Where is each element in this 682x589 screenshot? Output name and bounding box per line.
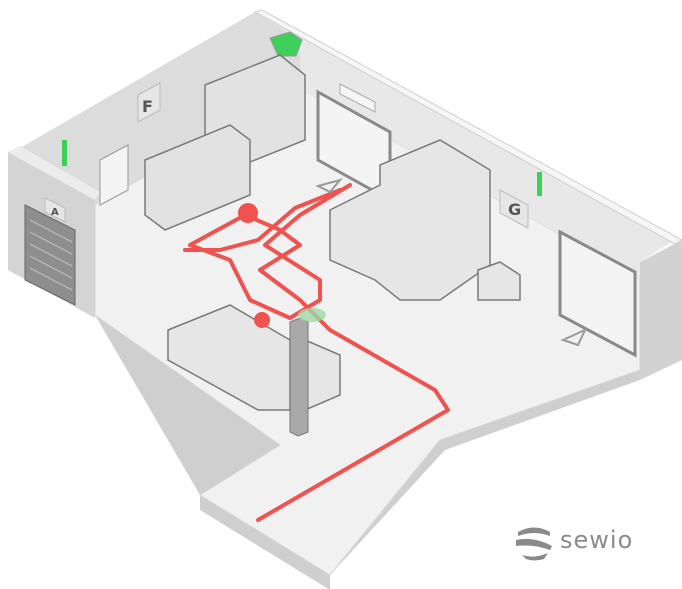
zone-g-label: G bbox=[508, 200, 521, 219]
sensor-anchor bbox=[62, 140, 67, 166]
sign-g-board bbox=[499, 189, 529, 229]
door-sign bbox=[339, 83, 376, 113]
pillar bbox=[289, 317, 309, 437]
wall-top-edge bbox=[253, 9, 682, 245]
floor-arrow-icon bbox=[560, 327, 588, 347]
sign-f-board bbox=[137, 82, 161, 123]
zone-a-label: A bbox=[51, 207, 59, 218]
sign-a-board bbox=[44, 197, 66, 223]
wall-left-top bbox=[8, 146, 100, 200]
door-f bbox=[99, 144, 129, 206]
brand-logo: sewio bbox=[560, 526, 634, 554]
tag-marker bbox=[238, 203, 258, 223]
floor-arrow-icon bbox=[315, 178, 343, 194]
tag-marker bbox=[254, 312, 270, 328]
tracked-path bbox=[183, 183, 450, 522]
wall-back-right bbox=[255, 12, 675, 280]
wall-right-end bbox=[640, 240, 682, 380]
floor-edge bbox=[95, 315, 640, 589]
rack-group-back bbox=[144, 54, 306, 231]
sewio-logo-icon bbox=[516, 527, 552, 561]
zone-marker bbox=[298, 308, 326, 322]
sensor-anchor bbox=[269, 31, 303, 57]
rack-group-middle bbox=[329, 139, 521, 301]
door-g bbox=[558, 229, 637, 358]
zone-f-label: F bbox=[142, 97, 153, 116]
sensor-anchor bbox=[537, 172, 542, 196]
rack-group-front bbox=[167, 304, 341, 412]
